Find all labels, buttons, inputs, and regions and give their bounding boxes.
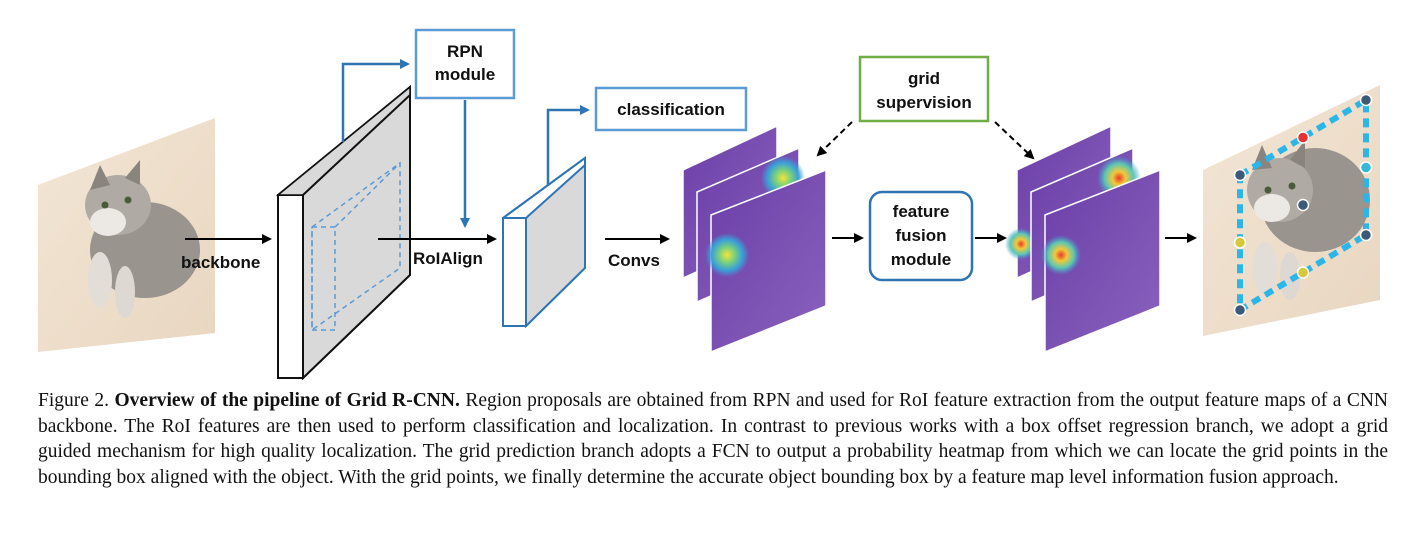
grid-supervision-line2: supervision (876, 93, 971, 112)
fusion-line2: fusion (896, 226, 947, 245)
grid-point (1359, 93, 1373, 107)
grid-supervision-box: grid supervision (858, 55, 990, 123)
rpn-module-box: RPN module (414, 28, 516, 100)
grid-point (1359, 161, 1373, 174)
grid-points (1233, 93, 1373, 317)
grid-point (1233, 168, 1247, 182)
classification-label: classification (617, 100, 725, 119)
figure-caption: Figure 2. Overview of the pipeline of Gr… (38, 388, 1388, 490)
convs-label: Convs (608, 251, 660, 270)
backbone-label: backbone (181, 253, 260, 272)
arrow-to-rpn (341, 59, 410, 142)
roialign-label: RoIAlign (413, 249, 483, 268)
predicted-bounding-box (1237, 94, 1369, 316)
grid-point (1296, 131, 1310, 144)
grid-point (1233, 303, 1247, 317)
heatmap-stack-1 (682, 124, 827, 354)
caption-bold-title: Overview of the pipeline of Grid R-CNN. (114, 390, 460, 411)
grid-point (1233, 236, 1247, 249)
dashed-arrow-left (816, 121, 853, 157)
grid-point (1296, 198, 1310, 212)
caption-prefix: Figure 2. (38, 390, 110, 411)
roi-feature-block (502, 156, 586, 329)
grid-point (1359, 228, 1373, 242)
arrow-to-classification (546, 105, 590, 186)
grid-point (1296, 266, 1310, 279)
fusion-line1: feature (893, 202, 950, 221)
grid-supervision-line1: grid (908, 69, 940, 88)
rpn-label-line2: module (435, 65, 495, 84)
heatmap-stack-2 (1005, 124, 1161, 354)
classification-box: classification (594, 86, 748, 132)
output-cat-image (1203, 85, 1380, 336)
caption-body: Region proposals are obtained from RPN a… (38, 390, 1389, 488)
feature-fusion-module-box: feature fusion module (868, 190, 974, 282)
fusion-line3: module (891, 250, 951, 269)
input-cat-image (38, 118, 215, 352)
rpn-label-line1: RPN (447, 42, 483, 61)
dashed-arrow-right (994, 121, 1035, 160)
pipeline-diagram: backbone RPN module RoIAlign classificat… (38, 28, 1380, 380)
